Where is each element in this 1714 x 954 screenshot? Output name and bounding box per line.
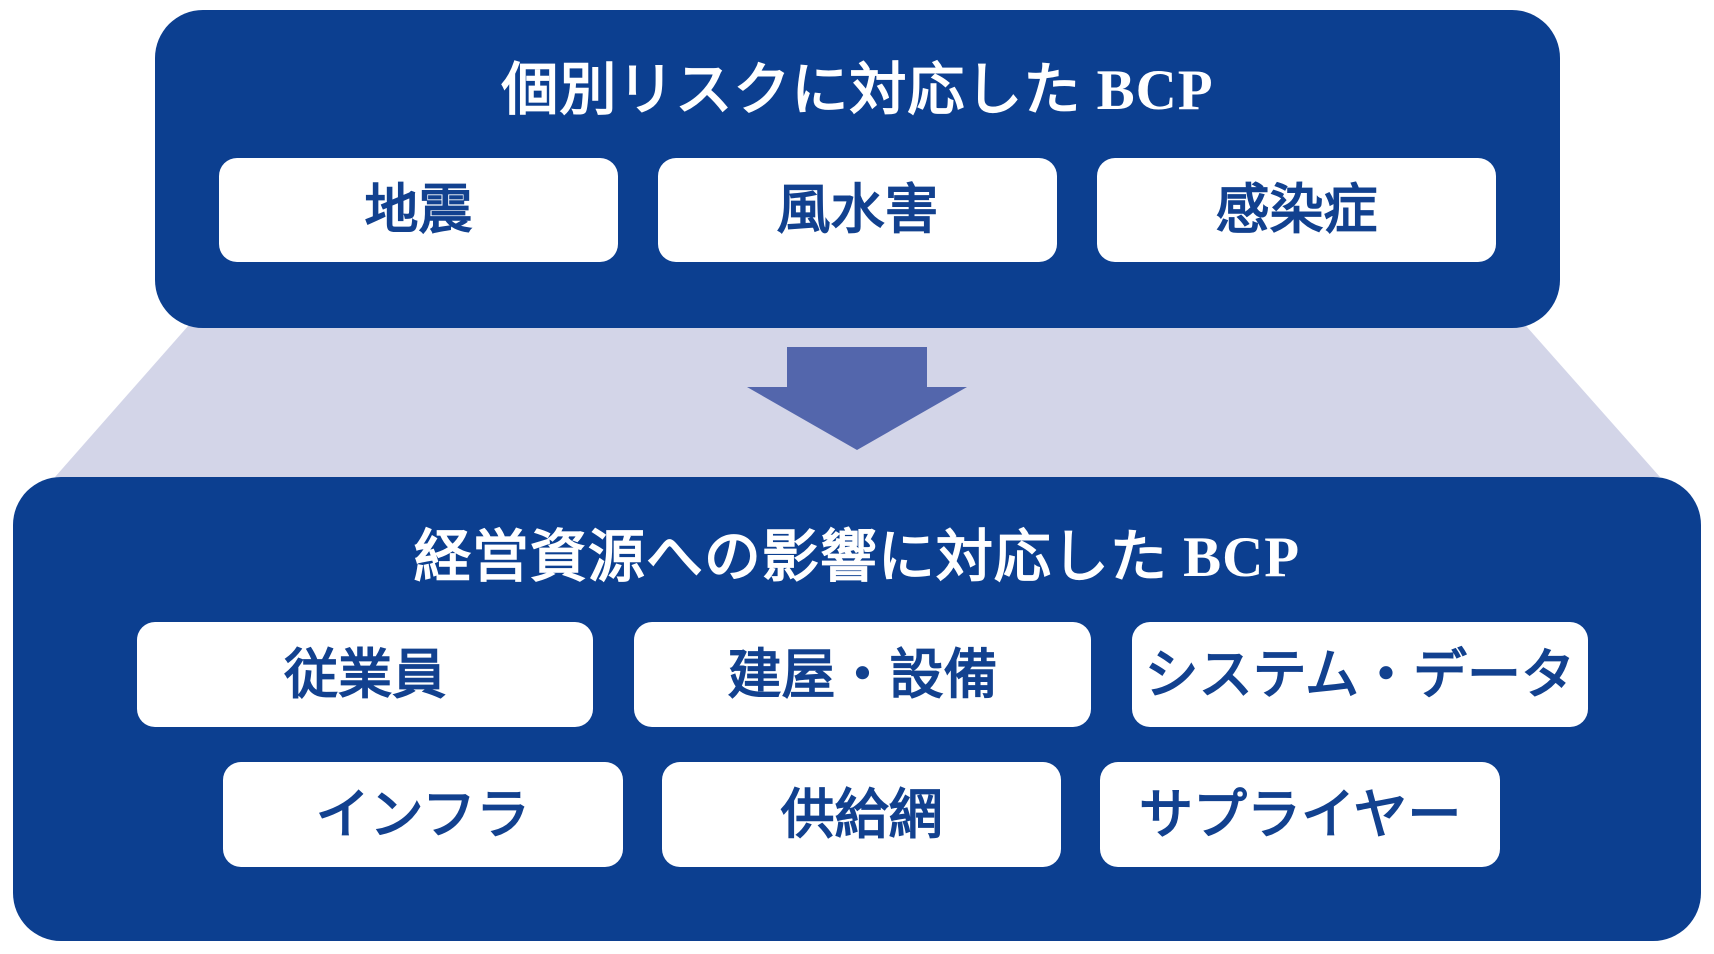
management-resource-bcp-title: 経営資源への影響に対応した BCP bbox=[413, 526, 1301, 589]
resource-chip-systems-data: システム・データ bbox=[1131, 622, 1588, 727]
resource-chip-infrastructure: インフラ bbox=[223, 762, 623, 867]
resource-chip-row-1: 従業員 建屋・設備 システム・データ bbox=[137, 622, 1588, 727]
individual-risk-bcp-title: 個別リスクに対応した BCP bbox=[501, 59, 1214, 122]
management-resource-bcp-panel: 経営資源への影響に対応した BCP 従業員 建屋・設備 システム・データ インフ… bbox=[13, 477, 1701, 941]
resource-chip-buildings-equipment: 建屋・設備 bbox=[634, 622, 1091, 727]
resource-chip-supply-network: 供給網 bbox=[661, 762, 1062, 867]
resource-chip-employees: 従業員 bbox=[137, 622, 594, 727]
down-arrow-icon bbox=[747, 347, 967, 450]
individual-risk-bcp-panel: 個別リスクに対応した BCP 地震 風水害 感染症 bbox=[155, 10, 1560, 328]
risk-chip-infectious-disease: 感染症 bbox=[1097, 158, 1496, 262]
risk-chip-storm-flood: 風水害 bbox=[658, 158, 1057, 262]
risk-chip-row: 地震 風水害 感染症 bbox=[219, 158, 1496, 262]
risk-chip-earthquake: 地震 bbox=[219, 158, 618, 262]
resource-chip-row-2: インフラ 供給網 サプライヤー bbox=[223, 762, 1501, 867]
resource-chip-suppliers: サプライヤー bbox=[1100, 762, 1501, 867]
